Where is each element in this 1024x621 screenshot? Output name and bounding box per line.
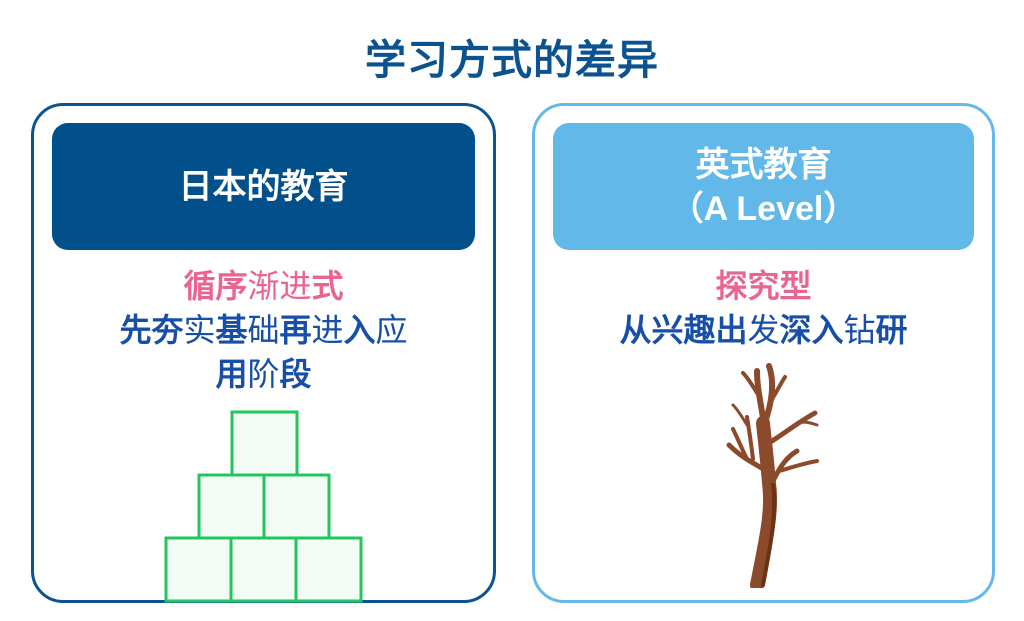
text-part: 段: [279, 355, 312, 393]
japanese-education-subtitle: 循序渐进式: [34, 264, 493, 308]
british-education-title: 英式教育: [695, 144, 832, 185]
japanese-education-header: 日本的教育: [52, 123, 475, 250]
page-title: 学习方式的差异: [365, 36, 659, 84]
text-part: 阶: [247, 355, 280, 393]
subtitle-part: 循序: [183, 267, 248, 305]
subtitle-part: 渐进: [247, 267, 312, 305]
british-education-line-2: 从兴趣出发深入钻研: [535, 308, 992, 352]
text-part: 研: [875, 311, 908, 349]
text-part: 入: [343, 311, 376, 349]
bare-tree-icon: [726, 363, 819, 588]
text-part: 实: [183, 311, 216, 349]
british-education-panel: 英式教育 （A Level） 探究型 从兴趣出发深入钻研: [532, 103, 995, 603]
japanese-education-line-2: 先夯实基础再进入应: [34, 308, 493, 352]
japanese-education-description: 循序渐进式 先夯实基础再进入应 用阶段: [34, 264, 493, 396]
text-part: 再: [279, 311, 312, 349]
text-part: 从兴趣出: [619, 311, 748, 349]
text-part: 基: [215, 311, 248, 349]
text-part: 先夯: [119, 311, 184, 349]
text-part: 深入: [779, 311, 844, 349]
text-part: 进: [311, 311, 344, 349]
british-education-header: 英式教育 （A Level）: [553, 123, 974, 250]
british-education-type: 探究型: [715, 267, 812, 305]
text-part: 钻: [843, 311, 876, 349]
block-pyramid-icon: [164, 410, 363, 603]
text-part: 发: [747, 311, 780, 349]
british-education-subtitle: （A Level）: [669, 189, 858, 228]
subtitle-part: 式: [311, 267, 344, 305]
text-part: 用: [215, 355, 248, 393]
text-part: 应: [375, 311, 408, 349]
japanese-education-line-3: 用阶段: [34, 352, 493, 396]
text-part: 础: [247, 311, 280, 349]
japanese-education-title: 日本的教育: [178, 166, 349, 207]
japanese-education-panel: 日本的教育 循序渐进式 先夯实基础再进入应 用阶段: [31, 103, 496, 603]
british-education-description: 探究型 从兴趣出发深入钻研: [535, 264, 992, 352]
